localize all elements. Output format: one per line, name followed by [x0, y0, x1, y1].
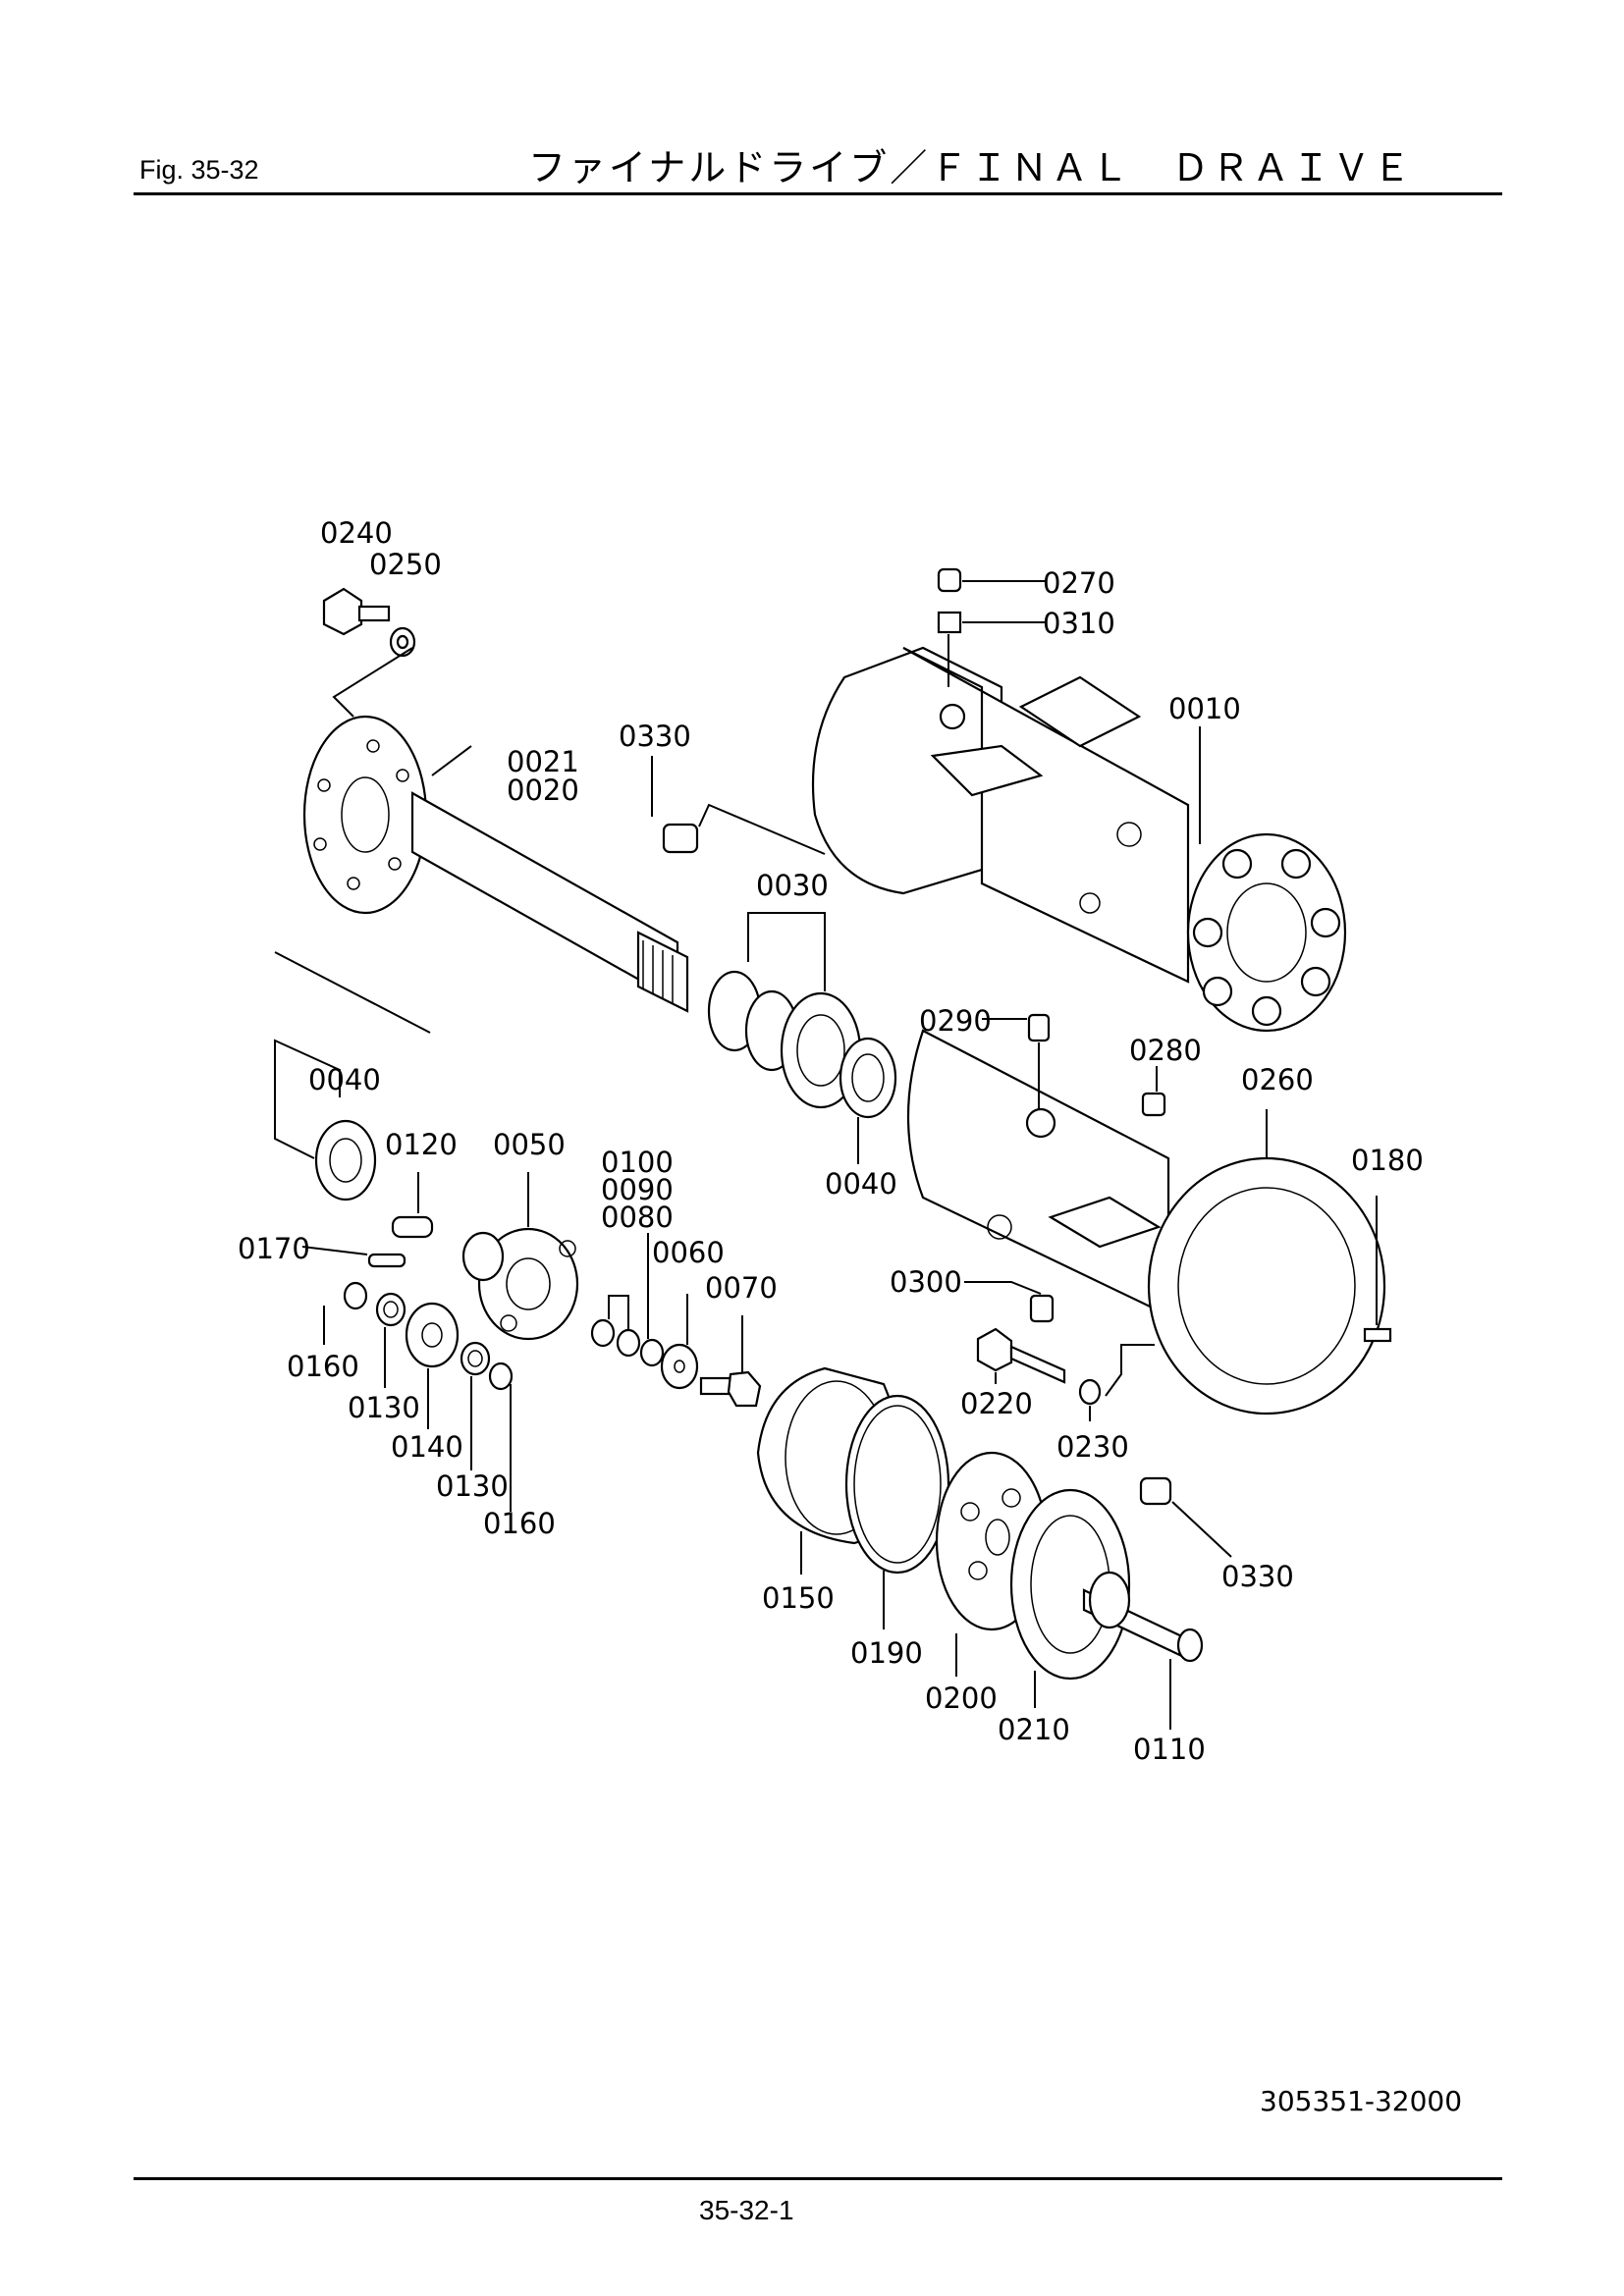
page-title: ファイナルドライブ／ＦＩＮＡＬ ＤＲＡＩＶＥ [528, 146, 1414, 189]
callout-0180: 0180 [1351, 1144, 1424, 1177]
callout-0280: 0280 [1129, 1034, 1202, 1067]
plate-0210 [1009, 1488, 1131, 1681]
header-rule [134, 192, 1502, 195]
housing-0010 [811, 646, 1347, 1033]
gear-0140 [405, 1302, 460, 1368]
plug-0300 [1029, 1294, 1055, 1323]
plug-0330-lower [1139, 1476, 1172, 1506]
bolt-0220 [976, 1327, 1066, 1384]
callout-0020: 0020 [507, 774, 579, 807]
callout-0140: 0140 [391, 1430, 463, 1464]
seal-0030 [707, 970, 862, 1109]
callout-0010: 0010 [1168, 692, 1241, 725]
callout-0030: 0030 [756, 869, 829, 902]
shaft-0110 [1082, 1571, 1204, 1663]
bearing-0130-right [460, 1341, 491, 1376]
carrier-0050 [461, 1227, 579, 1341]
plate-0060 [660, 1343, 699, 1390]
callout-0090: 0090 [601, 1173, 674, 1206]
callout-0050: 0050 [493, 1128, 566, 1161]
callout-0060: 0060 [652, 1236, 725, 1269]
callout-0040-right: 0040 [825, 1167, 897, 1201]
bolt-0070 [699, 1370, 762, 1408]
callout-0300: 0300 [890, 1265, 962, 1299]
callout-0200: 0200 [925, 1682, 998, 1715]
drawing-code: 305351-32000 [1260, 2085, 1463, 2117]
plug-0280 [1141, 1092, 1166, 1117]
pin-0180 [1363, 1327, 1392, 1343]
callout-0220: 0220 [960, 1387, 1033, 1420]
callout-0240: 0240 [320, 516, 393, 550]
pin-0170 [367, 1253, 406, 1268]
bearing-0130-left [375, 1292, 406, 1327]
callout-0330-lower: 0330 [1221, 1560, 1294, 1593]
callout-0160-left: 0160 [287, 1350, 359, 1383]
bearing-0040-right [839, 1037, 897, 1119]
axle-shaft-0020 [302, 715, 689, 1013]
disc-0190 [844, 1394, 950, 1575]
bearing-0040-left [314, 1119, 377, 1201]
callout-0040-left: 0040 [308, 1063, 381, 1096]
pin-0120 [391, 1215, 434, 1239]
callout-0270: 0270 [1043, 566, 1115, 600]
callout-0290: 0290 [919, 1004, 992, 1038]
callout-0330-upper: 0330 [619, 720, 691, 753]
callout-0160-right: 0160 [483, 1507, 556, 1540]
callout-0170: 0170 [238, 1232, 310, 1265]
callout-0100: 0100 [601, 1146, 674, 1179]
callout-0070: 0070 [705, 1271, 778, 1305]
callout-0260: 0260 [1241, 1063, 1314, 1096]
callout-0110: 0110 [1133, 1733, 1206, 1766]
washers-0080-0100 [590, 1318, 665, 1367]
washer-0230 [1078, 1378, 1102, 1406]
washer-0160-left [343, 1281, 368, 1310]
callout-0210: 0210 [998, 1713, 1070, 1746]
housing-0260 [906, 1029, 1386, 1415]
bolt-0240 [322, 587, 391, 636]
callout-0021: 0021 [507, 745, 579, 778]
callout-0130-right: 0130 [436, 1469, 509, 1503]
callout-0230: 0230 [1056, 1430, 1129, 1464]
callout-0250: 0250 [369, 548, 442, 581]
plug-0330-upper [662, 823, 699, 854]
figure-number: Fig. 35-32 [139, 155, 259, 185]
plug-0310 [937, 611, 962, 634]
callout-0080: 0080 [601, 1201, 674, 1234]
page-number: 35-32-1 [699, 2195, 794, 2225]
callout-0130-left: 0130 [348, 1391, 420, 1424]
fitting-0290 [1027, 1013, 1051, 1042]
footer-rule [134, 2177, 1502, 2180]
callout-0120: 0120 [385, 1128, 458, 1161]
callout-0310: 0310 [1043, 607, 1115, 640]
washer-0160-right [488, 1362, 514, 1391]
callout-0190: 0190 [850, 1636, 923, 1670]
callout-0150: 0150 [762, 1581, 835, 1615]
washer-0250 [389, 626, 416, 658]
fitting-0270 [937, 567, 962, 593]
